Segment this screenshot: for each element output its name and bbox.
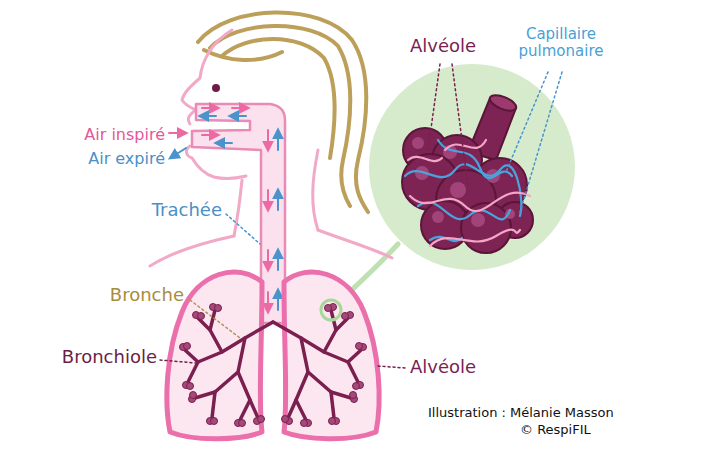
lung: [212, 392, 215, 418]
alveoli-cluster: [410, 193, 530, 212]
part-label: Trachée: [152, 200, 222, 220]
alveoli-cluster: [430, 230, 520, 246]
airway: [267, 130, 269, 148]
lung: [211, 418, 218, 425]
airway: [267, 190, 269, 208]
lung: [273, 272, 379, 439]
airway: [169, 132, 184, 134]
part-label: Bronche: [110, 285, 184, 305]
airway: [277, 132, 279, 150]
lung: [190, 392, 197, 399]
lung: [185, 310, 273, 420]
credit-text: Illustration : Mélanie Masson: [428, 406, 614, 420]
airway: [267, 250, 269, 268]
head-outline: [186, 146, 246, 179]
airway: [202, 115, 216, 117]
alveoli-cluster: [402, 128, 533, 253]
lung: [238, 372, 250, 420]
alveoli-cluster: [471, 213, 485, 227]
lung: [198, 313, 205, 320]
zoom-bubble: [369, 64, 575, 270]
credit-text: © RespiFIL: [520, 423, 591, 437]
lung: [184, 343, 191, 350]
part-label: Alvéole: [410, 357, 476, 377]
lung: [185, 350, 198, 362]
alveoli-cluster: [405, 140, 530, 246]
airway: [277, 192, 279, 210]
alveoli-cluster: [402, 92, 533, 253]
airway: [277, 252, 279, 270]
alveoli-cluster: [432, 211, 444, 223]
lung: [187, 383, 194, 390]
head-outline: [313, 150, 318, 230]
airway: [202, 107, 216, 109]
part-label: Capillaire pulmonaire: [505, 26, 617, 59]
lung: [180, 304, 265, 427]
zoom-marker: [321, 300, 341, 320]
lung: [195, 392, 215, 398]
leader-line: [428, 64, 440, 150]
alveoli-cluster: [488, 92, 518, 114]
part-label: Alvéole: [410, 36, 476, 56]
airway: [202, 134, 216, 136]
flow-label: Air inspiré: [84, 126, 165, 144]
head-outline: [182, 30, 232, 110]
alveoli-cluster: [445, 140, 486, 150]
eye: [212, 84, 220, 92]
airway: [267, 292, 269, 310]
lung: [239, 420, 246, 427]
alveoli-cluster: [408, 157, 442, 161]
leader-line: [378, 366, 405, 368]
head-outline: [318, 230, 392, 258]
leader-line: [226, 214, 260, 244]
lung: [215, 305, 222, 312]
head-outline: [150, 236, 234, 266]
alveoli-cluster: [438, 140, 512, 178]
airway: [232, 107, 246, 109]
leader-line: [160, 360, 196, 363]
leader-line: [520, 72, 562, 212]
airway: [232, 115, 246, 117]
lung: [250, 400, 258, 418]
leader-line: [452, 64, 468, 186]
lung: [210, 310, 215, 330]
airway: [218, 142, 232, 144]
hair: [204, 50, 282, 60]
airway: [172, 148, 186, 157]
zoom-bubble: [338, 64, 575, 303]
flow-label: Air expiré: [88, 150, 165, 168]
leader-line: [190, 300, 240, 338]
lung: [258, 416, 265, 423]
leader-line: [506, 72, 548, 172]
lung: [215, 338, 245, 392]
lung: [188, 362, 198, 382]
part-label: Bronchiole: [62, 347, 157, 367]
alveoli-cluster: [412, 137, 424, 149]
alveoli-cluster: [450, 182, 466, 198]
airway: [277, 292, 279, 310]
